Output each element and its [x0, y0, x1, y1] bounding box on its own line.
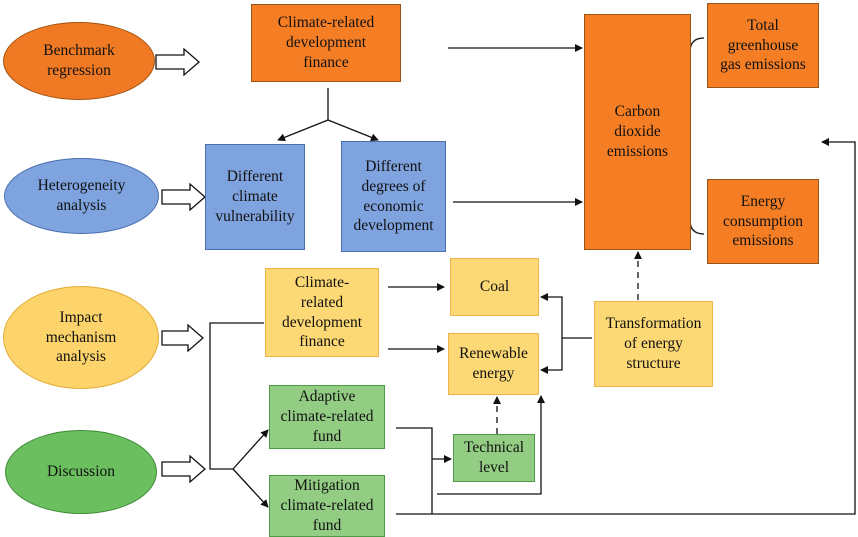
arrow-to-adaptive [232, 429, 269, 470]
economic-development-box: Different degrees of economic developmen… [341, 141, 446, 252]
arrow-to-renewable [540, 338, 563, 374]
discussion-ellipse: Discussion [5, 430, 157, 514]
climate-finance-box: Climate-related development finance [251, 4, 401, 82]
benchmark-regression-label: Benchmark regression [43, 42, 115, 79]
arrow-to-coal [540, 293, 563, 338]
climate-vulnerability-label: Different climate vulnerability [215, 168, 295, 225]
economic-development-label: Different degrees of economic developmen… [353, 157, 434, 235]
mitigation-fund-box: Mitigation climate-related fund [269, 475, 385, 537]
block-arrow-mechanism [161, 323, 204, 353]
arrow-funds-to-renewable [437, 395, 545, 495]
co2-emissions-box: Carbon dioxide emissions [584, 14, 691, 250]
block-arrow-heterogeneity [161, 182, 206, 212]
climate-finance-label: Climate-related development finance [277, 14, 375, 71]
mechanism-analysis-ellipse: Impact mechanism analysis [3, 286, 159, 389]
total-ghg-emissions-label: Total greenhouse gas emissions [720, 16, 806, 74]
renewable-energy-label: Renewable energy [459, 345, 528, 382]
mitigation-fund-label: Mitigation climate-related fund [280, 477, 374, 534]
coal-label: Coal [479, 278, 510, 296]
coal-box: Coal [450, 258, 539, 316]
technical-level-box: Technical level [453, 434, 535, 482]
mechanism-climate-finance-box: Climate- related development finance [265, 268, 379, 357]
climate-vulnerability-box: Different climate vulnerability [205, 144, 305, 250]
mechanism-climate-finance-label: Climate- related development finance [281, 273, 363, 351]
energy-consumption-emissions-label: Energy consumption emissions [722, 192, 804, 250]
arrow-to-vulnerability [277, 119, 329, 142]
heterogeneity-analysis-label: Heterogeneity analysis [37, 177, 126, 214]
adaptive-fund-box: Adaptive climate-related fund [269, 385, 385, 449]
arrow-to-economic [327, 119, 379, 142]
renewable-energy-box: Renewable energy [448, 333, 539, 395]
energy-structure-box: Transformation of energy structure [594, 301, 713, 387]
co2-emissions-label: Carbon dioxide emissions [606, 103, 669, 160]
block-arrow-benchmark [155, 47, 200, 77]
mechanism-analysis-label: Impact mechanism analysis [45, 308, 117, 366]
energy-structure-label: Transformation of energy structure [605, 315, 702, 372]
arrow-mitigation-to-outcomes [432, 138, 856, 515]
heterogeneity-analysis-ellipse: Heterogeneity analysis [4, 158, 159, 234]
left-trunk [209, 322, 264, 470]
adaptive-fund-label: Adaptive climate-related fund [280, 388, 374, 445]
adaptive-to-technical [396, 427, 433, 514]
total-ghg-emissions-box: Total greenhouse gas emissions [707, 3, 819, 88]
technical-level-label: Technical level [463, 439, 525, 476]
discussion-label: Discussion [46, 463, 116, 481]
energy-consumption-emissions-box: Energy consumption emissions [707, 179, 819, 264]
arrow-to-mitigation [232, 468, 269, 508]
block-arrow-discussion [161, 454, 206, 484]
benchmark-regression-ellipse: Benchmark regression [3, 22, 155, 100]
